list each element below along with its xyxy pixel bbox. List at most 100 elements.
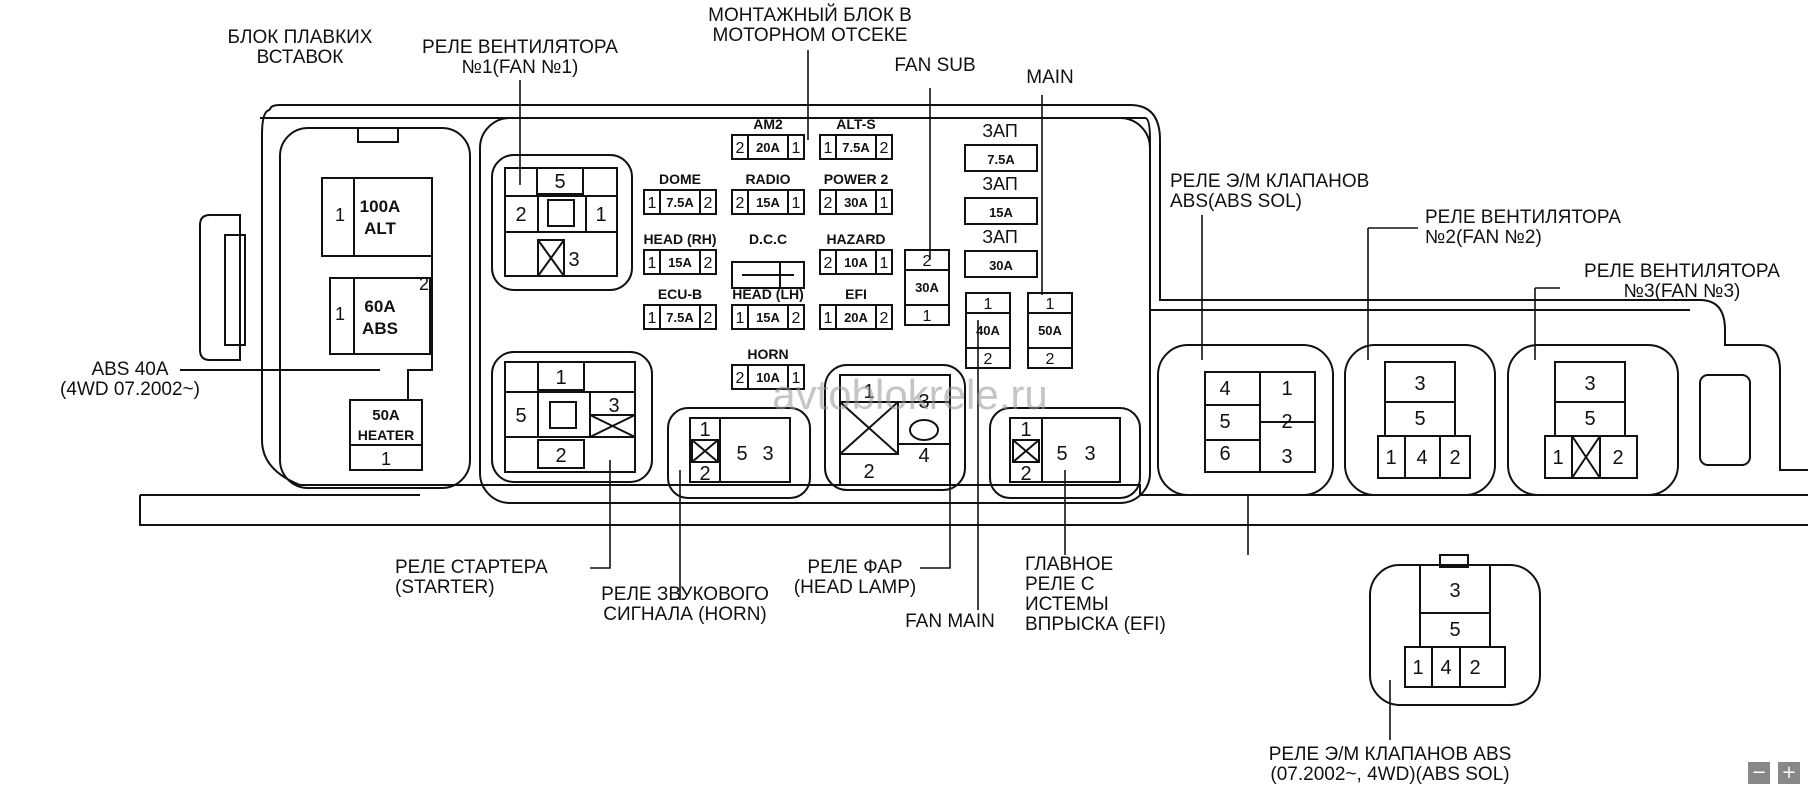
fuse-link-block bbox=[180, 127, 471, 489]
fuse-rating: 15A bbox=[756, 310, 780, 325]
fuse-link-pin: 1 bbox=[381, 449, 391, 469]
fuse-pin: 2 bbox=[736, 195, 745, 212]
label-fan-sub: FAN SUB bbox=[894, 55, 976, 76]
fuse-body bbox=[819, 249, 893, 275]
fuse-name: HAZARD bbox=[826, 231, 885, 247]
zoom-out-button[interactable]: − bbox=[1748, 762, 1770, 784]
fuse-rating: 7.5A bbox=[666, 310, 694, 325]
relay-pin-headlamp: 4 bbox=[918, 445, 929, 467]
relay-pin-fan1: 2 bbox=[515, 204, 526, 226]
spare-body bbox=[964, 250, 1038, 278]
fuse-name: ECU-B bbox=[658, 286, 702, 302]
engine-block bbox=[479, 117, 1151, 504]
relay-pin-horn: 5 bbox=[736, 443, 747, 465]
spare-rating: 15A bbox=[989, 205, 1013, 220]
fuse-rating: 7.5A bbox=[666, 195, 694, 210]
relay-pin-abs_sol: 1 bbox=[1281, 378, 1292, 400]
fuse-name: AM2 bbox=[753, 116, 783, 132]
relay-pin-fan3: 1 bbox=[1552, 447, 1563, 469]
relay-pin-fan2: 5 bbox=[1414, 408, 1425, 430]
fuse-name: D.C.C bbox=[749, 231, 787, 247]
fuse-link-pin: 2 bbox=[419, 274, 429, 294]
relay-pin-starter: 2 bbox=[555, 445, 566, 467]
fuse-pin: 2 bbox=[704, 195, 713, 212]
fuse-name: POWER 2 bbox=[824, 171, 889, 187]
fan-main-fuse bbox=[965, 292, 1011, 369]
fuse-rating: 10A bbox=[844, 255, 868, 270]
relay-pin-starter: 5 bbox=[515, 405, 526, 427]
relay-pin-headlamp: 2 bbox=[863, 461, 874, 483]
fuse-pin: 1 bbox=[880, 195, 889, 212]
fuse-pin: 2 bbox=[792, 310, 801, 327]
relay-pin-abs_sol2: 5 bbox=[1449, 619, 1460, 641]
fuse-name: HEAD (RH) bbox=[643, 231, 716, 247]
fuse-rating: 30A bbox=[844, 195, 868, 210]
cartridge-pin: 2 bbox=[984, 351, 993, 368]
fuse-pin: 2 bbox=[880, 310, 889, 327]
relay-pin-headlamp: 3 bbox=[918, 391, 929, 413]
relay-pin-efi: 3 bbox=[1084, 443, 1095, 465]
fuse-link-rating: 50A bbox=[372, 407, 400, 424]
relay-pin-efi: 2 bbox=[1020, 463, 1031, 485]
spare-body bbox=[964, 144, 1038, 172]
cartridge-rating: 30A bbox=[915, 280, 939, 295]
fuse-name: EFI bbox=[845, 286, 867, 302]
cartridge-pin: 1 bbox=[923, 308, 932, 325]
fuse-name: HORN bbox=[747, 346, 788, 362]
fuse-link-name: HEATER bbox=[358, 427, 415, 443]
relay-pin-horn: 2 bbox=[699, 463, 710, 485]
fan-sub-fuse bbox=[904, 249, 950, 326]
main-fuse bbox=[1027, 292, 1073, 369]
label-fan-main: FAN MAIN bbox=[905, 611, 995, 632]
spare-name: ЗАП bbox=[982, 174, 1018, 194]
spare-rating: 7.5A bbox=[987, 152, 1015, 167]
relay-pin-abs_sol2: 3 bbox=[1449, 580, 1460, 602]
relay-pin-fan2: 4 bbox=[1416, 447, 1427, 469]
fuse-link-rating: 100A bbox=[360, 197, 401, 216]
fuse-link-name: ABS bbox=[362, 319, 398, 338]
fuse-pin: 1 bbox=[792, 370, 801, 387]
cartridge-rating: 40A bbox=[976, 323, 1000, 338]
fuse-link-name: ALT bbox=[364, 219, 396, 238]
relay-pin-fan2: 2 bbox=[1449, 447, 1460, 469]
spare-name: ЗАП bbox=[982, 227, 1018, 247]
fuse-body bbox=[643, 304, 717, 330]
relay-pin-starter: 1 bbox=[555, 367, 566, 389]
spare-name: ЗАП bbox=[982, 121, 1018, 141]
relay-pin-horn: 3 bbox=[762, 443, 773, 465]
label-abs40: ABS 40A(4WD 07.2002~) bbox=[60, 359, 200, 400]
fuse-pin: 1 bbox=[736, 310, 745, 327]
relay-pin-abs_sol2: 2 bbox=[1469, 657, 1480, 679]
fuse-pin: 2 bbox=[824, 255, 833, 272]
label-abs-sol-relay-2: РЕЛЕ Э/М КЛАПАНОВ ABS(07.2002~, 4WD)(ABS… bbox=[1268, 744, 1512, 785]
relay-pin-fan1: 5 bbox=[554, 171, 565, 193]
relay-pin-fan2: 3 bbox=[1414, 373, 1425, 395]
fuse-body bbox=[731, 134, 805, 160]
fuse-name: DOME bbox=[659, 171, 701, 187]
fuse-body bbox=[819, 189, 893, 215]
relay-pin-abs_sol: 5 bbox=[1219, 411, 1230, 433]
fuse-name: ALT-S bbox=[836, 116, 875, 132]
relay-pin-horn: 1 bbox=[699, 419, 710, 441]
fuse-rating: 15A bbox=[756, 195, 780, 210]
fuse-body bbox=[819, 134, 893, 160]
fuse-name: HEAD (LH) bbox=[732, 286, 804, 302]
relay-pin-fan1: 3 bbox=[568, 249, 579, 271]
fuse-pin: 1 bbox=[792, 140, 801, 157]
cartridge-pin: 1 bbox=[1046, 296, 1055, 313]
zoom-in-button[interactable]: + bbox=[1778, 762, 1800, 784]
relay-pin-fan1: 1 bbox=[595, 204, 606, 226]
fuse-body bbox=[731, 189, 805, 215]
fuse-pin: 1 bbox=[648, 310, 657, 327]
fuse-link-pin: 1 bbox=[335, 205, 345, 225]
relay-pin-headlamp: 1 bbox=[863, 381, 874, 403]
fuse-pin: 1 bbox=[648, 195, 657, 212]
